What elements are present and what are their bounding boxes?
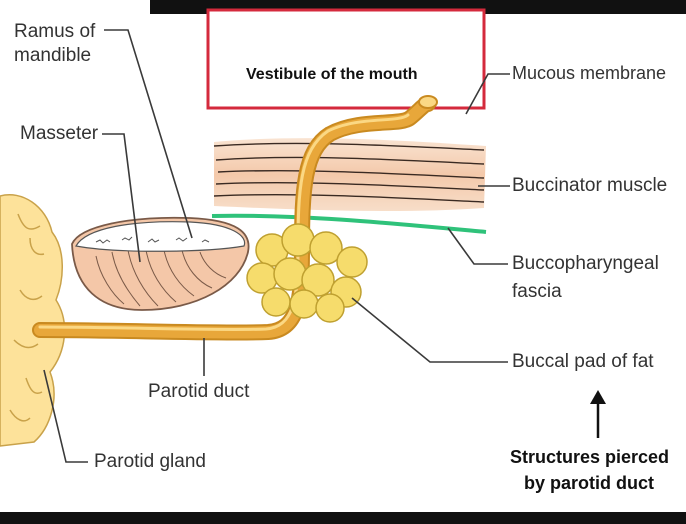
buccinator-label: Buccinator muscle	[512, 174, 667, 197]
buccopharyngeal-fascia-line	[212, 216, 486, 232]
buccal-pad-of-fat	[247, 224, 367, 322]
buccinator-muscle	[214, 138, 486, 211]
ramus-label-line2: mandible	[14, 44, 91, 67]
masseter-label: Masseter	[20, 122, 98, 145]
parotid-duct-label: Parotid duct	[148, 380, 249, 403]
vestibule-label: Vestibule of the mouth	[246, 63, 418, 86]
structures-label-line2: by parotid duct	[524, 472, 654, 495]
vestibule-box	[208, 10, 484, 108]
parotid-gland	[0, 195, 65, 446]
ramus-label-line1: Ramus of	[14, 20, 95, 43]
buccopharyngeal-label-line2: fascia	[512, 280, 562, 303]
up-arrow-icon	[590, 390, 606, 438]
buccopharyngeal-label-line1: Buccopharyngeal	[512, 252, 659, 275]
parotid-gland-label: Parotid gland	[94, 450, 206, 473]
masseter-muscle	[72, 218, 249, 310]
buccopharyngeal-leader	[448, 228, 508, 264]
buccal-pad-leader	[352, 298, 508, 362]
structures-label-line1: Structures pierced	[510, 446, 669, 469]
buccal-pad-label: Buccal pad of fat	[512, 350, 654, 373]
mucous-membrane-label: Mucous membrane	[512, 62, 666, 85]
bottom-border	[0, 512, 686, 524]
